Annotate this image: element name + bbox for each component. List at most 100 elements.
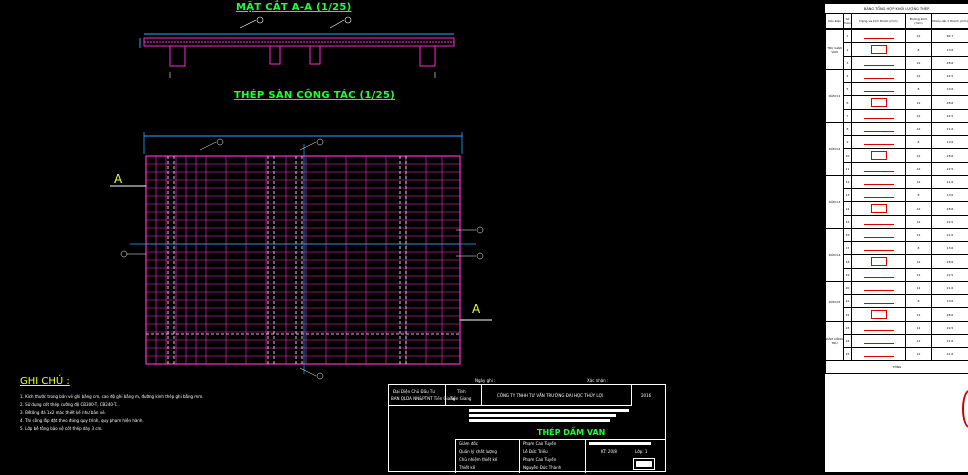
role-2: Chủ nhiệm thiết kế [459,457,498,462]
bar-length: 28.6 [931,254,968,269]
diameter: 12 [905,228,932,242]
group-cell: DẦM CỔNG TRỤ [825,321,844,361]
section-drawing [139,16,455,78]
row-no: 18 [843,254,852,269]
bar-shape [851,122,906,136]
sheet-title: THÉP DẦM VAN [537,428,606,437]
row-no: 25 [843,347,852,361]
date-label: Ngày ghi : [475,378,496,383]
row-no: 11 [843,162,852,176]
row-no: 23 [843,321,852,335]
group-cell: DẦM 01 [825,69,844,123]
row-no: 13 [843,188,852,202]
bar-length: 13.6 [931,241,968,255]
diameter: 12 [905,56,932,70]
bar-length: 28.6 [931,307,968,322]
steel-schedule-sheet: BẢNG TỔNG HỢP KHỐI LƯỢNG THÉP Cấu kiện S… [825,4,968,472]
row-no: 22 [843,307,852,322]
diameter: 12 [905,69,932,83]
role-1: Quản lý chất lượng [459,449,497,454]
bar-length: 13.6 [931,188,968,202]
group-cell: DẦM 02 [825,122,844,176]
diameter: 8 [905,294,932,308]
bar-shape [851,347,906,361]
bar-length: 13.6 [931,135,968,149]
bar-shape [851,56,906,70]
note-line: 3. Bêtông đá 1x2 mác thiết kế như bản vẽ… [20,410,106,415]
row-no: 21 [843,294,852,308]
bar-shape [851,162,906,176]
inspect-label: Xác nhận : [587,378,609,383]
diameter: 12 [905,307,932,322]
row-no: 14 [843,201,852,216]
group-cell: DẦM 03 [825,175,844,229]
year: 2016 [641,393,652,398]
row-no: 19 [843,268,852,282]
row-no: 4 [843,69,852,83]
bar-shape [851,188,906,202]
col-header: Số hiệu [843,13,852,29]
bar-length: 28.6 [931,201,968,216]
diameter: 12 [905,334,932,348]
bar-length: 22.5 [931,321,968,335]
row-no: 1 [843,29,852,43]
bar-length: 21.6 [931,334,968,348]
group-cell: DẦM 05 [825,281,844,322]
bar-length: 21.6 [931,122,968,136]
plan-title: THÉP SÀN CÔNG TÁC (1/25) [234,90,395,101]
section-mark-right: A [472,302,481,316]
bar-length: 13.6 [931,82,968,96]
row-no: 7 [843,109,852,123]
bar-shape [851,334,906,348]
company-name: CÔNG TY TNHH TƯ VẤN TRƯỜNG ĐẠI HỌC THỦY … [497,393,604,398]
bar-length: 22.5 [931,109,968,123]
bar-shape [851,321,906,335]
bar-shape [851,42,906,57]
bar-length: 28.6 [931,95,968,110]
section-mark-left: A [114,172,123,186]
bar-shape [851,109,906,123]
bar-length: 21.6 [931,175,968,189]
bar-length: 22.5 [931,162,968,176]
drawing-name-bars [469,409,629,422]
diameter: 8 [905,135,932,149]
bar-shape [851,82,906,96]
company-logo [633,458,655,470]
diameter: 12 [905,109,932,123]
signature-bar [589,442,651,445]
bar-length: 22.5 [931,268,968,282]
schedule-table: Cấu kiện Số hiệu Dạng và kích thước (mm)… [825,13,968,29]
bar-shape [851,281,906,295]
group-cell: TRỤ GIÀN VAN [825,29,844,70]
diameter: 12 [905,122,932,136]
row-no: 17 [843,241,852,255]
diameter: 12 [905,268,932,282]
row-no: 24 [843,334,852,348]
col-header: Chiều dài 1 thanh (mm) [931,13,968,29]
bar-shape [851,215,906,229]
diameter: 12 [905,254,932,269]
note-line: 4. Thi công lắp đặt theo đúng quy trình,… [20,418,144,423]
plan-drawing [110,132,492,380]
bar-length: 82.7 [931,29,968,43]
row-no: 5 [843,82,852,96]
owner-label: Đại Diện Chủ Đầu Tư [393,389,435,394]
col-header: Đường kính (mm) [905,13,932,29]
row-no: 12 [843,175,852,189]
bar-length: 22.5 [931,215,968,229]
name-0: Phạm Cao Tuyến [523,441,557,446]
owner-name: BAN QLDA NN&PTNT Tiền Giang [391,396,456,401]
note-line: 2. Sử dụng cốt thép cường độ CB300-T, CB… [20,402,120,407]
bar-shape [851,254,906,269]
diameter: 12 [905,347,932,361]
